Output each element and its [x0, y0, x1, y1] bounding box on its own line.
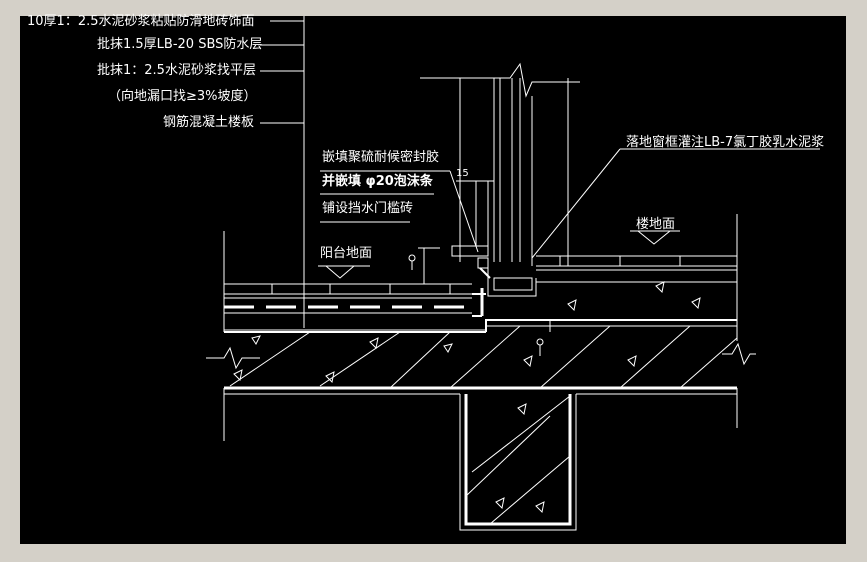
- label-slope-note: （向地漏口找≥3%坡度）: [108, 89, 257, 104]
- cad-drawing-canvas: 10厚1：2.5水泥砂浆粘贴防滑地砖饰面 批抹1.5厚LB-20 SBS防水层 …: [20, 14, 846, 544]
- label-window-frame-grout: 落地窗框灌注LB-7氯丁胶乳水泥浆: [626, 135, 825, 150]
- label-sealant: 嵌填聚硫耐候密封胶: [322, 150, 440, 165]
- label-foam-strip: 并嵌填 φ20泡沫条: [322, 174, 433, 189]
- label-tile-finish: 10厚1：2.5水泥砂浆粘贴防滑地砖饰面: [27, 14, 255, 29]
- label-concrete-slab: 钢筋混凝土楼板: [163, 115, 255, 130]
- label-balcony-floor: 阳台地面: [320, 246, 373, 261]
- label-leveling-layer: 批抹1：2.5水泥砂浆找平层: [97, 63, 256, 78]
- section-detail-drawing: [206, 16, 820, 531]
- label-threshold-brick: 铺设挡水门槛砖: [322, 201, 414, 216]
- dimension-15: 15: [456, 168, 469, 179]
- label-waterproof-layer: 批抹1.5厚LB-20 SBS防水层: [97, 37, 263, 52]
- label-indoor-floor: 楼地面: [636, 217, 676, 232]
